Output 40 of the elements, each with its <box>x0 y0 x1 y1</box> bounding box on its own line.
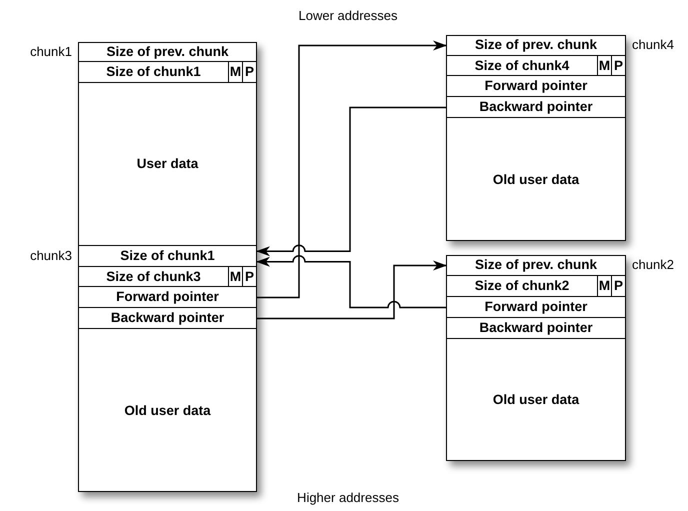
address-direction-label: Higher addresses <box>297 490 399 505</box>
address-direction-label: Lower addresses <box>298 8 398 23</box>
flag-bit: M <box>597 56 611 74</box>
flag-bit: M <box>597 276 611 296</box>
memory-field <box>79 62 256 82</box>
chunk-label: chunk2 <box>632 257 674 272</box>
field-text: Old user data <box>123 402 212 420</box>
pointer-arrow <box>257 260 447 320</box>
field-text: Backward pointer <box>478 98 594 116</box>
field-text: Size of prev. chunk <box>474 36 598 54</box>
field-text: Size of prev. chunk <box>474 256 598 274</box>
field-text: Backward pointer <box>478 319 594 337</box>
memory-field <box>447 56 625 76</box>
field-text: Size of chunk1 <box>105 63 202 81</box>
flag-bit: M <box>228 266 242 286</box>
flag-bit: M <box>228 62 242 82</box>
flag-bit: P <box>611 276 625 296</box>
chunk-label: chunk1 <box>30 44 72 59</box>
pointer-arrow <box>257 40 447 298</box>
field-text: Backward pointer <box>110 309 226 327</box>
flag-bit: P <box>242 62 256 82</box>
pointer-arrow <box>256 254 446 308</box>
field-text: Forward pointer <box>484 77 588 95</box>
field-text: Old user data <box>492 391 580 409</box>
pointer-arrow <box>256 106 446 256</box>
chunk-label: chunk3 <box>30 248 72 263</box>
field-text: Size of chunk1 <box>119 247 216 265</box>
flag-bit: P <box>611 56 625 74</box>
field-text: Size of chunk3 <box>105 268 202 286</box>
field-text: Size of chunk2 <box>474 277 570 295</box>
field-text: User data <box>136 155 200 173</box>
field-text: Forward pointer <box>484 298 588 316</box>
flag-bit: P <box>242 266 256 286</box>
field-text: Old user data <box>492 170 580 188</box>
field-text: Size of prev. chunk <box>105 42 230 60</box>
chunk-label: chunk4 <box>632 37 674 52</box>
memory-field <box>447 276 625 296</box>
field-text: Size of chunk4 <box>474 56 570 74</box>
memory-field <box>79 266 256 286</box>
field-text: Forward pointer <box>115 288 220 306</box>
